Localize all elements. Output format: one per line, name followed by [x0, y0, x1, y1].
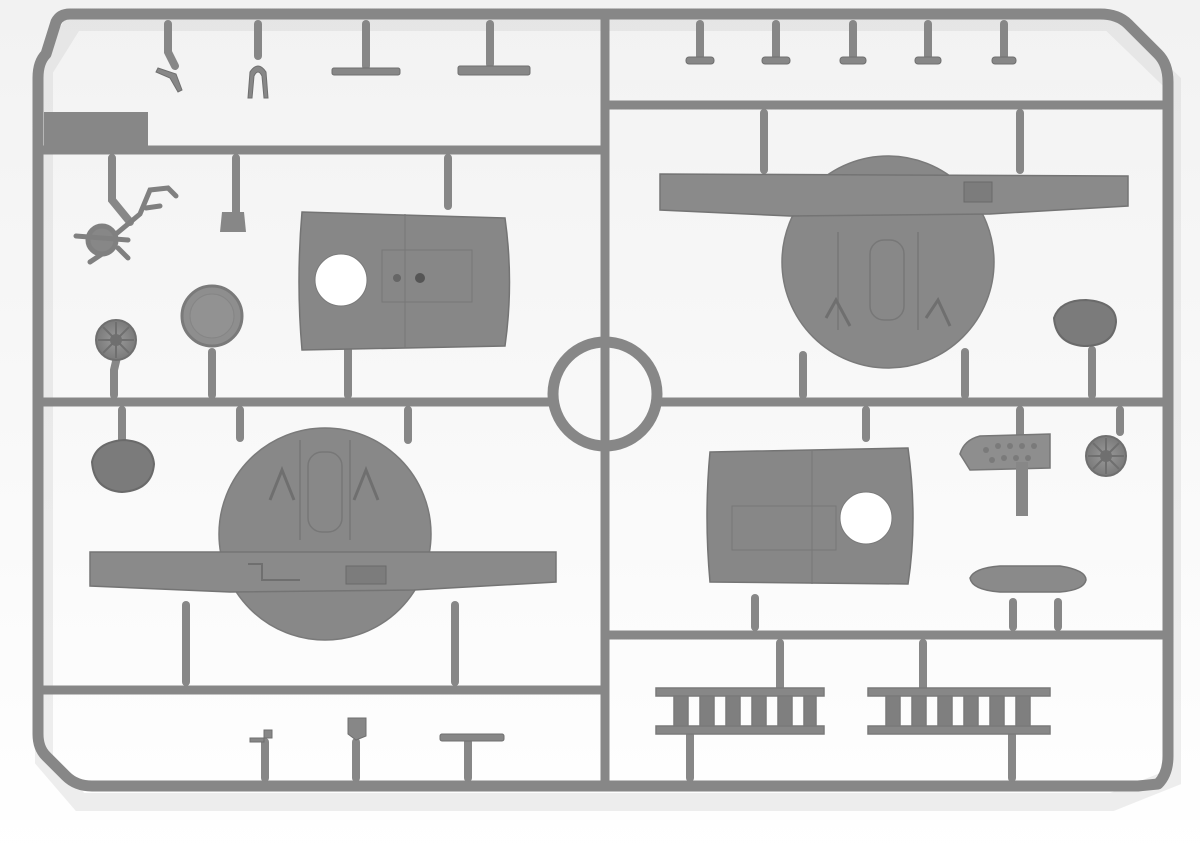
sprue-shadow [35, 13, 1181, 811]
disc-part [180, 284, 244, 348]
center-ring [547, 336, 663, 452]
engine-pod-left [90, 438, 156, 494]
instrument-panel [959, 433, 1051, 516]
control-assembly [73, 185, 179, 265]
small-bracket [220, 212, 246, 232]
rib-parts [655, 687, 1051, 735]
fuselage-panel-lower [706, 447, 914, 585]
fuselage-panel-upper [298, 211, 511, 351]
wing-section-lower [89, 427, 557, 641]
corner-block [44, 112, 148, 148]
small-parts-top [155, 56, 1017, 99]
gates [108, 20, 1124, 782]
engine-pod-right [1052, 298, 1118, 348]
wheel-left [95, 319, 137, 361]
drop-tank [969, 565, 1087, 593]
sprue-frame [32, 8, 1174, 792]
small-parts-bottom [249, 717, 505, 743]
wing-section-upper [659, 155, 1129, 369]
wheel-right [1085, 435, 1127, 477]
outer-runner [32, 8, 1174, 792]
